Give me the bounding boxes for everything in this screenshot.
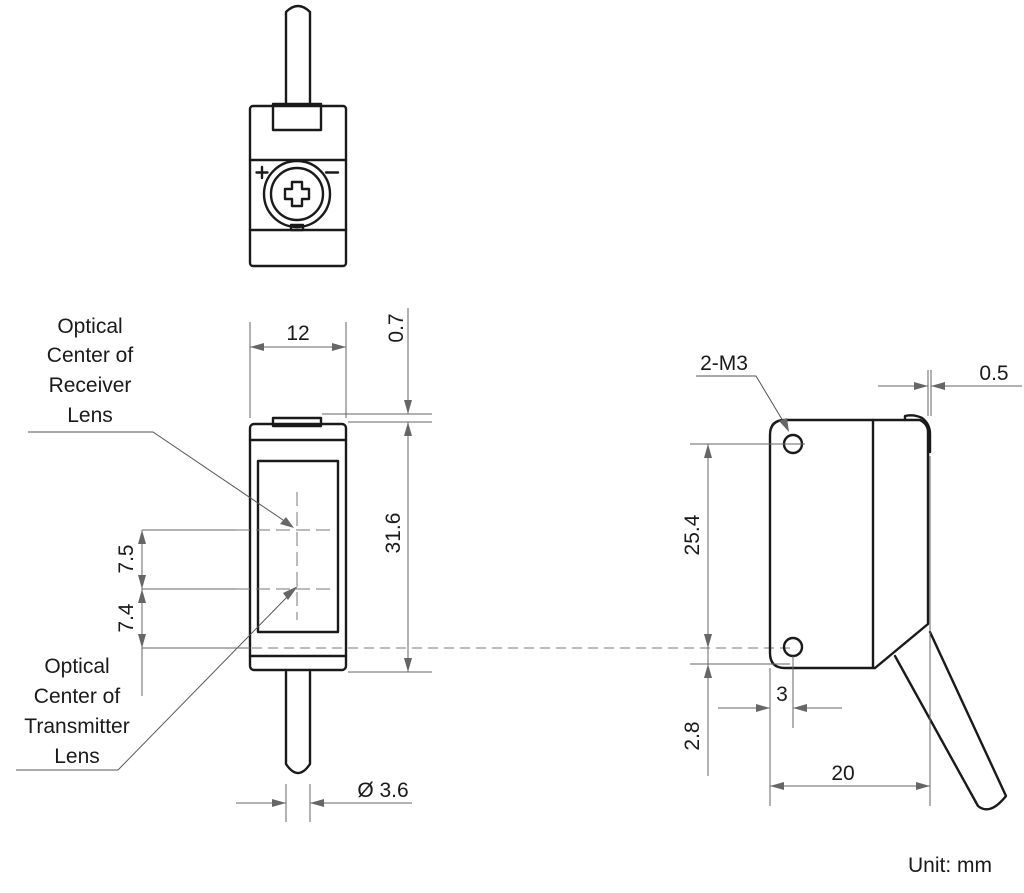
receiver-leader: Optical Center of Receiver Lens	[28, 315, 294, 528]
transmitter-label-line-1: Optical	[44, 655, 109, 678]
receiver-label-line-3: Receiver	[49, 374, 132, 397]
dim-hole-edge-label: 3	[776, 683, 788, 706]
dim-width-label: 12	[286, 322, 309, 345]
dim-cap-offset: 0.7	[322, 308, 432, 423]
top-cap	[271, 102, 323, 132]
dim-cap-offset-label: 0.7	[385, 313, 408, 342]
unit-label: Unit: mm	[908, 854, 992, 877]
receiver-label-line-4: Lens	[67, 404, 113, 427]
plus-icon	[255, 165, 269, 180]
front-cap	[271, 416, 323, 428]
dim-hole-pitch-label: 25.4	[681, 514, 704, 555]
dim-height: 31.6	[348, 422, 432, 673]
mount-hole-bottom	[782, 636, 804, 658]
dim-optical-offsets: 7.5 7.4	[115, 529, 250, 696]
dim-side-cap: 0.5	[878, 362, 1022, 416]
dim-receiver-offset-label: 7.5	[115, 544, 138, 573]
front-cable	[284, 670, 312, 775]
side-cap	[903, 414, 932, 454]
dim-transmitter-offset-label: 7.4	[115, 603, 138, 633]
side-view	[768, 414, 1008, 811]
side-cable	[893, 630, 1008, 811]
receiver-label-line-2: Center of	[47, 344, 134, 367]
front-view	[236, 416, 790, 775]
thread-leader: 2-M3	[696, 352, 789, 432]
dim-cable-diameter: Ø 3.6	[236, 779, 412, 822]
thread-label: 2-M3	[700, 352, 748, 375]
receiver-label-line-1: Optical	[57, 315, 122, 338]
dim-height-label: 31.6	[382, 513, 405, 554]
dim-width: 12	[249, 322, 347, 418]
transmitter-label-line-3: Transmitter	[24, 715, 129, 738]
top-body	[248, 104, 348, 268]
dim-hole-pitch: 25.4	[681, 443, 805, 665]
dim-hole-edge: 3	[718, 656, 842, 806]
lens-window	[256, 459, 340, 634]
side-body	[768, 418, 930, 670]
screw-icon	[262, 159, 332, 232]
transmitter-leader: Optical Center of Transmitter Lens	[16, 586, 298, 771]
dim-hole-bottom-label: 2.8	[681, 721, 704, 750]
front-body	[248, 422, 348, 672]
top-cable	[284, 4, 312, 106]
transmitter-label-line-2: Center of	[34, 685, 121, 708]
dim-depth: 20	[770, 456, 931, 806]
dim-depth-label: 20	[831, 762, 854, 785]
dim-cable-diameter-label: Ø 3.6	[357, 779, 408, 802]
dim-side-cap-label: 0.5	[979, 362, 1008, 385]
dim-hole-bottom: 2.8	[681, 664, 712, 776]
top-view	[248, 4, 348, 268]
transmitter-label-line-4: Lens	[54, 745, 100, 768]
